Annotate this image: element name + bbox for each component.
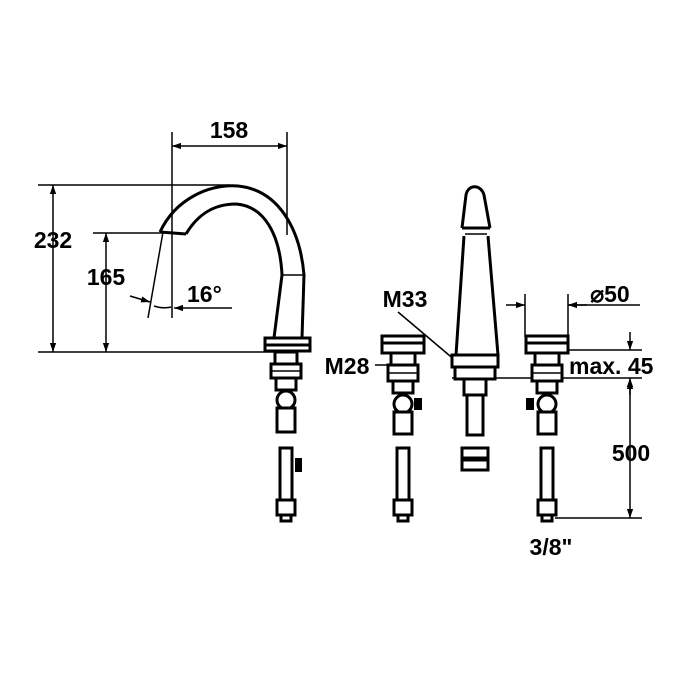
hose-length-label: 500 <box>612 440 650 466</box>
spout-reach-label: 158 <box>210 117 249 143</box>
outlet-height-label: 165 <box>87 264 126 290</box>
handle-diameter-label: ⌀50 <box>590 281 629 307</box>
spout-thread-label: M33 <box>383 286 428 312</box>
right-valve <box>524 334 570 523</box>
connection-label: 3/8" <box>530 534 573 560</box>
max-thickness-label: max. 45 <box>569 353 654 379</box>
total-height-label: 232 <box>34 227 72 253</box>
lever-handle <box>450 185 500 472</box>
spout <box>158 184 312 523</box>
spout-angle-label: 16° <box>187 281 222 307</box>
left-valve <box>380 334 426 523</box>
valve-thread-label: M28 <box>325 353 370 379</box>
